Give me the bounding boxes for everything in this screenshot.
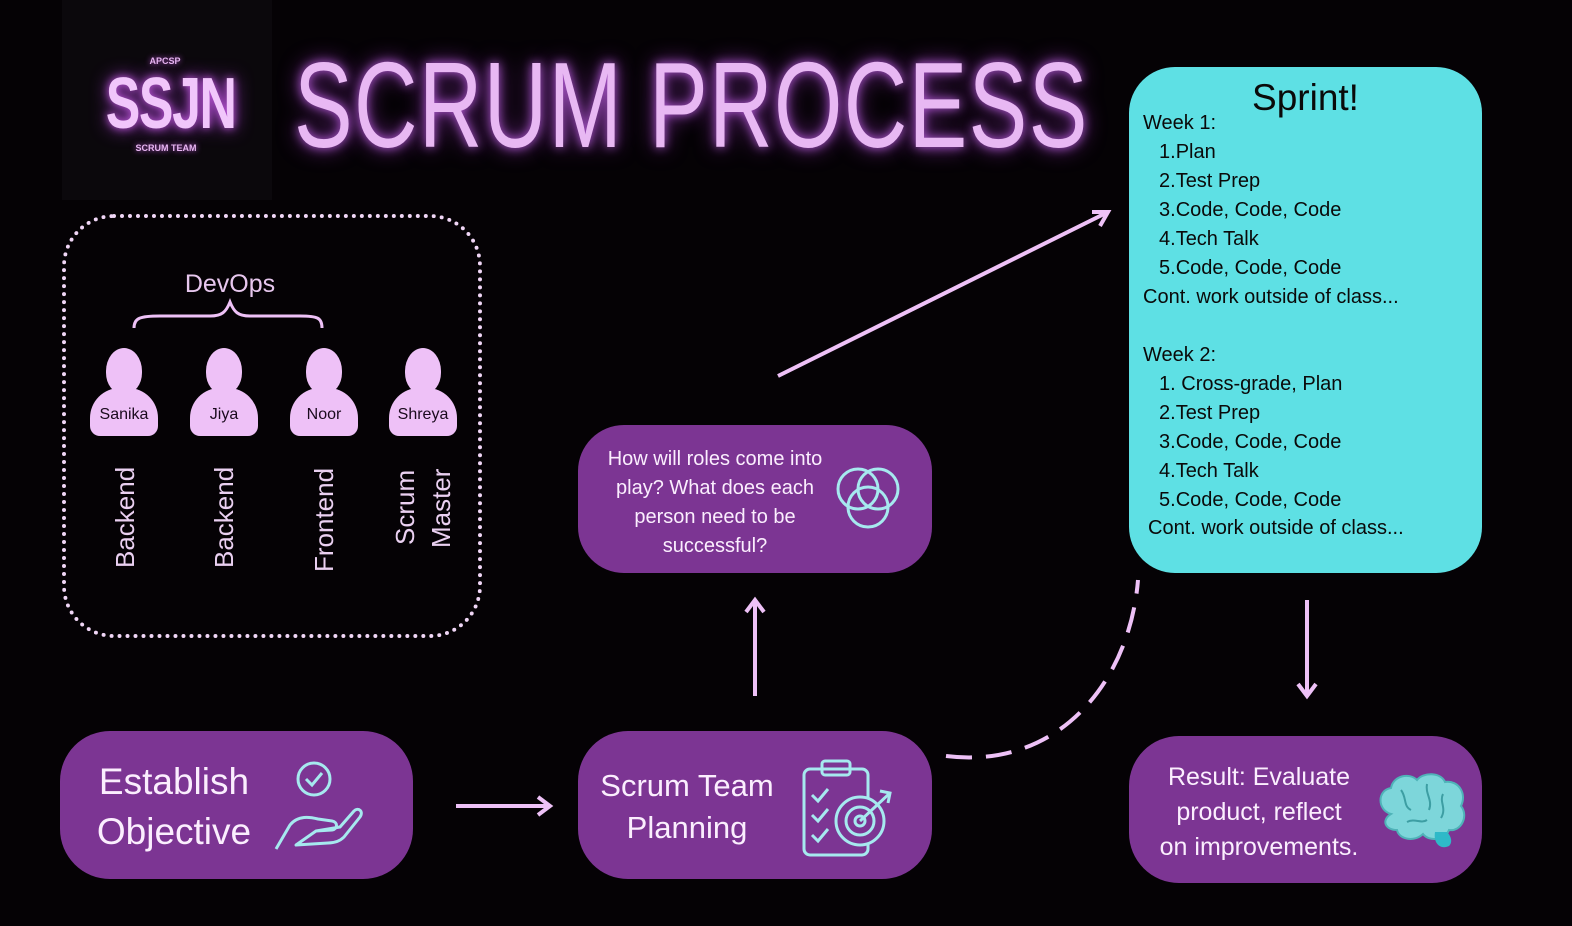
arrowhead xyxy=(536,795,554,817)
result-line1: Result: Evaluate xyxy=(1167,763,1351,791)
member-name: Jiya xyxy=(209,406,239,423)
objective-line2: Objective xyxy=(96,811,252,852)
week1-item: 3.Code, Code, Code xyxy=(1159,199,1342,221)
devops-brace xyxy=(132,297,324,329)
sprint-box: Sprint! Week 1: 1.Plan 2.Test Prep 3.Cod… xyxy=(1129,67,1482,573)
week1-item: 1.Plan xyxy=(1159,141,1216,163)
roles-question-box: How will roles come into play? What does… xyxy=(578,425,932,573)
week1-item: 2.Test Prep xyxy=(1159,170,1261,192)
objective-box: Establish Objective xyxy=(60,731,413,879)
result-line3: on improvements. xyxy=(1159,833,1359,861)
person-icon: Noor xyxy=(290,348,358,440)
week2-item: 2.Test Prep xyxy=(1159,402,1261,424)
member-name: Sanika xyxy=(99,406,149,423)
week2-label: Week 2: xyxy=(1143,344,1216,366)
clipboard-target-icon xyxy=(802,759,892,857)
dashed-loop-connector xyxy=(945,579,1140,760)
person-icon: Shreya xyxy=(389,348,457,440)
person-icon: Jiya xyxy=(190,348,258,440)
result-line2: product, reflect xyxy=(1176,798,1342,826)
brain-icon xyxy=(1379,773,1466,848)
week2-item: 3.Code, Code, Code xyxy=(1159,431,1342,453)
planning-box: Scrum Team Planning xyxy=(578,731,932,879)
logo-background xyxy=(62,0,272,200)
week1-item: 5.Code, Code, Code xyxy=(1159,257,1342,279)
logo-top-text: APCSP xyxy=(149,56,181,66)
arrow-roles-to-sprint xyxy=(777,211,1107,378)
result-box: Result: Evaluate product, reflect on imp… xyxy=(1129,736,1482,883)
venn-diagram-icon xyxy=(836,467,900,529)
week2-item: 1. Cross-grade, Plan xyxy=(1159,373,1343,395)
logo-bottom-text: SCRUM TEAM xyxy=(135,143,197,153)
week1-item: 4.Tech Talk xyxy=(1159,228,1259,250)
week2-item: 4.Tech Talk xyxy=(1159,460,1259,482)
team-box xyxy=(62,214,482,638)
arrowhead xyxy=(744,596,766,614)
week1-note: Cont. work outside of class... xyxy=(1143,286,1399,308)
member-name: Shreya xyxy=(397,406,449,423)
week2-note: Cont. work outside of class... xyxy=(1148,517,1404,539)
sprint-title: Sprint! xyxy=(1252,77,1359,118)
devops-label: DevOps xyxy=(184,270,276,298)
planning-line1: Scrum Team xyxy=(600,768,774,803)
arrowhead xyxy=(1092,210,1112,227)
week1-label: Week 1: xyxy=(1143,112,1216,134)
member-name: Noor xyxy=(306,406,342,423)
roles-question-text: How will roles come into play? What does… xyxy=(607,448,823,557)
person-icon: Sanika xyxy=(90,348,158,440)
week2-item: 5.Code, Code, Code xyxy=(1159,489,1342,511)
objective-line1: Establish xyxy=(98,761,250,802)
page-title: SCRUM PROCESS xyxy=(294,37,1089,173)
planning-line2: Planning xyxy=(626,810,748,845)
hand-check-icon xyxy=(274,761,363,850)
logo-main-text: SSJN xyxy=(105,64,237,144)
arrowhead xyxy=(1296,682,1318,700)
